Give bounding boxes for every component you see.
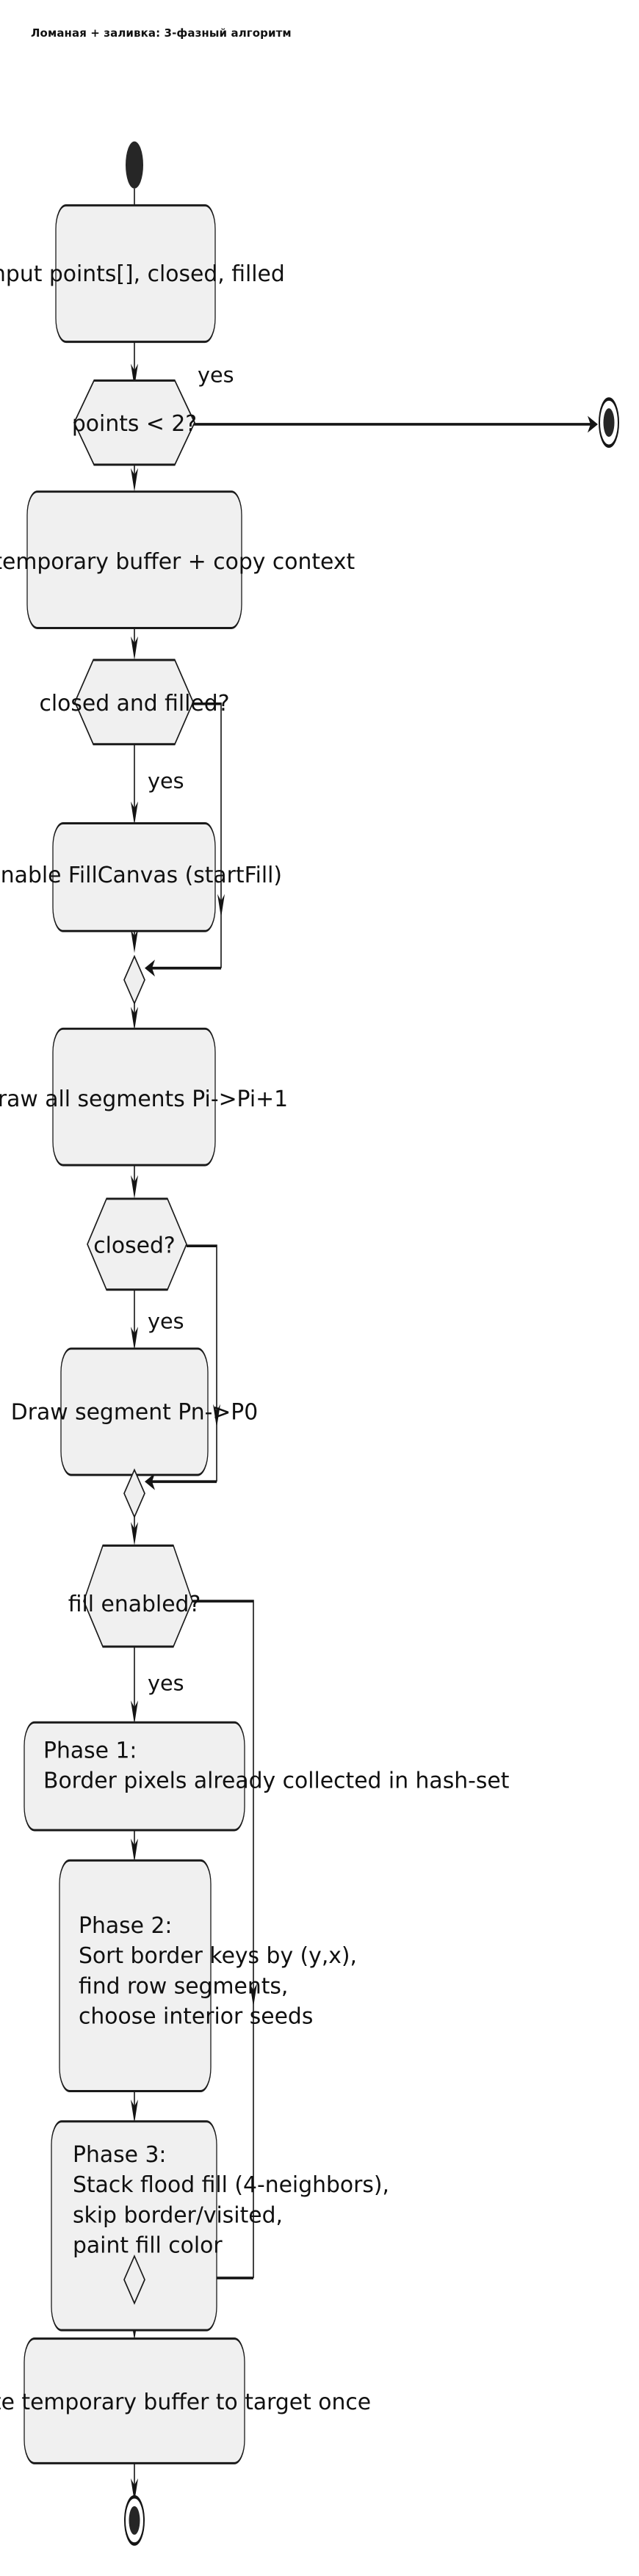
node-phase-2-line-2: Sort border keys by (y,x),: [79, 1943, 357, 1969]
node-decision-points-label: points < 2?: [72, 411, 197, 437]
action-box: [24, 1721, 245, 1832]
edge-decision-closed-bypass: [187, 1244, 217, 1482]
node-draw-closing-segment[interactable]: Draw segment Pn->P0: [11, 1347, 258, 1476]
node-merge-2[interactable]: [123, 1468, 145, 1519]
action-box: [24, 2337, 245, 2464]
start-node-icon: [126, 141, 143, 189]
edge-label-cf-yes: yes: [148, 768, 184, 793]
node-phase-3-line-2: Stack flood fill (4-neighbors),: [73, 2172, 389, 2198]
node-input[interactable]: Input points[], closed, filled: [0, 204, 285, 344]
edge-label-fill-yes: yes: [148, 1671, 184, 1696]
node-merge-1[interactable]: [123, 954, 145, 1006]
node-decision-points[interactable]: points < 2?: [72, 379, 197, 466]
node-decision-closed-filled-label: closed and filled?: [39, 691, 229, 716]
node-phase-3-line-3: skip border/visited,: [73, 2202, 283, 2228]
node-phase-1[interactable]: Phase 1: Border pixels already collected…: [24, 1721, 509, 1832]
decision-hexagon: [83, 1544, 193, 1648]
arrow-head: [217, 893, 225, 918]
node-end-final[interactable]: [124, 2495, 145, 2546]
arrow-head: [131, 468, 138, 492]
node-decision-closed-filled[interactable]: closed and filled?: [39, 658, 230, 746]
node-phase-2-line-4: choose interior seeds: [79, 2004, 313, 2030]
arrow-head: [145, 1473, 155, 1490]
node-decision-closed-label: closed?: [93, 1233, 175, 1258]
arrow-head: [588, 416, 598, 433]
node-phase-2-line-1: Phase 2:: [79, 1913, 172, 1939]
arrow-head: [131, 636, 138, 661]
merge-diamond: [123, 954, 145, 1006]
node-decision-closed[interactable]: closed?: [87, 1197, 187, 1291]
arrow-head: [131, 363, 138, 388]
arrow-head: [131, 929, 138, 954]
action-box: [51, 2120, 217, 2332]
node-draw-all-segments[interactable]: Draw all segments Pi->Pi+1: [0, 1027, 288, 1167]
arrow-head: [145, 959, 155, 977]
action-box: [52, 822, 216, 932]
node-phase-2[interactable]: Phase 2: Sort border keys by (y,x), find…: [59, 1859, 357, 2092]
node-start[interactable]: [126, 141, 143, 189]
node-input-label: Input points[], closed, filled: [0, 261, 285, 287]
edge-label-points-yes: yes: [198, 363, 234, 388]
arrow-head: [131, 1006, 138, 1031]
node-phase-3-line-1: Phase 3:: [73, 2142, 166, 2168]
node-enable-fillcanvas[interactable]: Enable FillCanvas (startFill): [0, 822, 282, 932]
merge-diamond: [123, 1468, 145, 1519]
node-create-buffer[interactable]: Create temporary buffer + copy context: [0, 490, 355, 629]
node-draw-all-segments-label: Draw all segments Pi->Pi+1: [0, 1086, 288, 1112]
node-create-buffer-label: Create temporary buffer + copy context: [0, 549, 355, 575]
node-phase-2-line-3: find row segments,: [79, 1973, 288, 1999]
arrow-head: [131, 1838, 138, 1862]
merge-diamond: [123, 2254, 145, 2305]
node-composite-buffer[interactable]: Composite temporary buffer to target onc…: [0, 2337, 371, 2464]
node-enable-fillcanvas-label: Enable FillCanvas (startFill): [0, 863, 282, 888]
action-box: [52, 1027, 216, 1167]
decision-hexagon: [87, 1197, 187, 1291]
node-composite-buffer-label: Composite temporary buffer to target onc…: [0, 2390, 371, 2415]
node-phase-1-line-1: Phase 1:: [43, 1738, 137, 1763]
arrow-head: [131, 2478, 138, 2503]
arrow-head: [131, 2099, 138, 2124]
arrow-head: [131, 1522, 138, 1546]
node-decision-fill-enabled-label: fill enabled?: [68, 1592, 201, 1617]
edge-decision-cf-bypass: [192, 702, 222, 968]
node-phase-1-line-2: Border pixels already collected in hash-…: [43, 1768, 509, 1794]
node-merge-3[interactable]: [123, 2254, 145, 2305]
action-box: [55, 204, 216, 344]
decision-hexagon: [73, 379, 195, 466]
arrow-head: [131, 1700, 138, 1724]
arrow-head: [131, 1327, 138, 1351]
edge-decision-fill-bypass: [184, 1600, 254, 2279]
end-node-dot: [129, 2506, 140, 2535]
node-decision-fill-enabled[interactable]: fill enabled?: [68, 1544, 201, 1648]
arrow-head: [131, 1175, 138, 1199]
edge-label-closed-yes: yes: [148, 1309, 184, 1334]
arrow-head: [131, 801, 138, 825]
arrow-head: [213, 1404, 220, 1428]
end-node-dot: [603, 408, 615, 438]
action-box: [26, 490, 242, 629]
decision-hexagon: [74, 658, 194, 746]
node-end-early[interactable]: [599, 397, 619, 449]
arrow-head: [250, 1983, 257, 2007]
node-phase-3[interactable]: Phase 3: Stack flood fill (4-neighbors),…: [51, 2120, 389, 2332]
node-draw-closing-segment-label: Draw segment Pn->P0: [11, 1399, 258, 1425]
page-title: Ломаная + заливка: 3-фазный алгоритм: [31, 26, 292, 40]
node-phase-3-line-4: paint fill color: [73, 2233, 223, 2259]
action-box: [59, 1859, 212, 2092]
